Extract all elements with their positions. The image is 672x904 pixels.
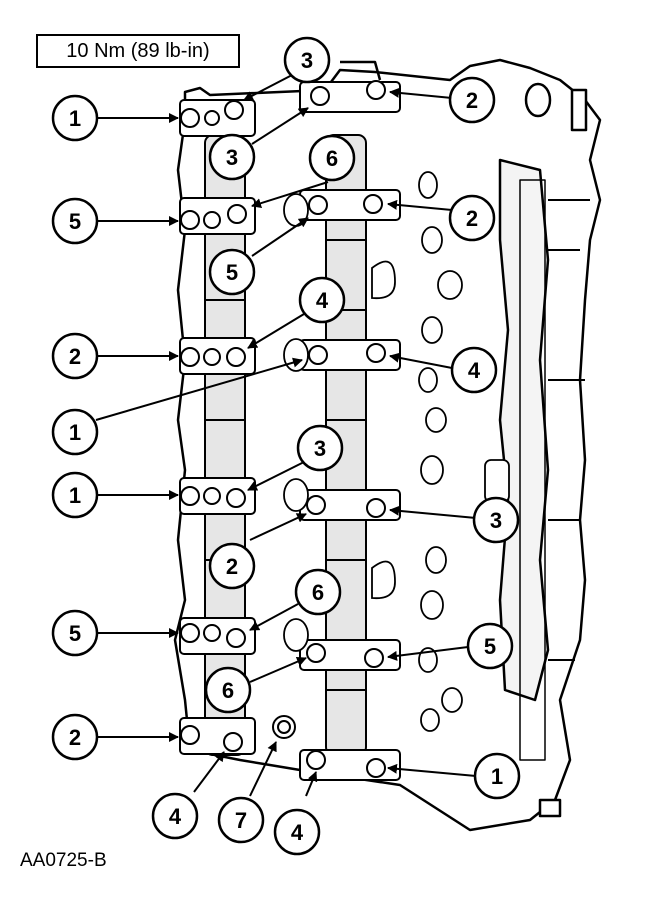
callout: 5	[208, 248, 256, 296]
svg-text:1: 1	[491, 764, 503, 789]
svg-text:2: 2	[69, 725, 81, 750]
callout: 5	[466, 622, 514, 670]
svg-text:2: 2	[226, 554, 238, 579]
callout: 2	[208, 542, 256, 590]
callout: 4	[298, 276, 346, 324]
svg-text:6: 6	[326, 146, 338, 171]
callout-leaders	[95, 73, 477, 797]
callout: 2	[448, 194, 496, 242]
callout: 6	[204, 666, 252, 714]
svg-text:5: 5	[226, 260, 238, 285]
svg-text:1: 1	[69, 420, 81, 445]
svg-text:1: 1	[69, 106, 81, 131]
svg-text:5: 5	[69, 621, 81, 646]
callout: 1	[473, 752, 521, 800]
svg-text:5: 5	[484, 634, 496, 659]
callout: 5	[51, 609, 99, 657]
svg-text:6: 6	[222, 678, 234, 703]
callout: 2	[51, 332, 99, 380]
callout: 2	[51, 713, 99, 761]
svg-text:3: 3	[314, 436, 326, 461]
callout: 3	[208, 133, 256, 181]
svg-text:3: 3	[226, 145, 238, 170]
svg-text:1: 1	[69, 483, 81, 508]
callout: 7	[217, 796, 265, 844]
svg-text:4: 4	[468, 358, 481, 383]
callout: 3	[283, 36, 331, 84]
svg-text:6: 6	[312, 580, 324, 605]
svg-text:3: 3	[301, 48, 313, 73]
callout: 1	[51, 471, 99, 519]
callout: 5	[51, 197, 99, 245]
callout: 2	[448, 76, 496, 124]
svg-text:4: 4	[316, 288, 329, 313]
callout: 4	[450, 346, 498, 394]
callouts: 1 5 2 1 1 5 2 3 3 6 5 4 3 2 6 6 4 7 4 2 …	[51, 36, 521, 856]
callout: 4	[151, 792, 199, 840]
callout: 3	[296, 424, 344, 472]
torque-spec-label: 10 Nm (89 lb-in)	[36, 34, 240, 68]
svg-text:4: 4	[169, 804, 182, 829]
callout: 3	[472, 496, 520, 544]
valve-pockets	[283, 171, 510, 732]
figure-id: AA0725-B	[20, 850, 107, 871]
svg-text:2: 2	[69, 344, 81, 369]
callout: 4	[273, 808, 321, 856]
svg-text:4: 4	[291, 820, 304, 845]
cap-bolts	[180, 80, 386, 778]
callout: 1	[51, 408, 99, 456]
svg-text:2: 2	[466, 206, 478, 231]
svg-text:3: 3	[490, 508, 502, 533]
svg-text:2: 2	[466, 88, 478, 113]
svg-text:5: 5	[69, 209, 81, 234]
callout: 1	[51, 94, 99, 142]
callout: 6	[294, 568, 342, 616]
callout: 6	[308, 134, 356, 182]
svg-text:7: 7	[235, 808, 247, 833]
